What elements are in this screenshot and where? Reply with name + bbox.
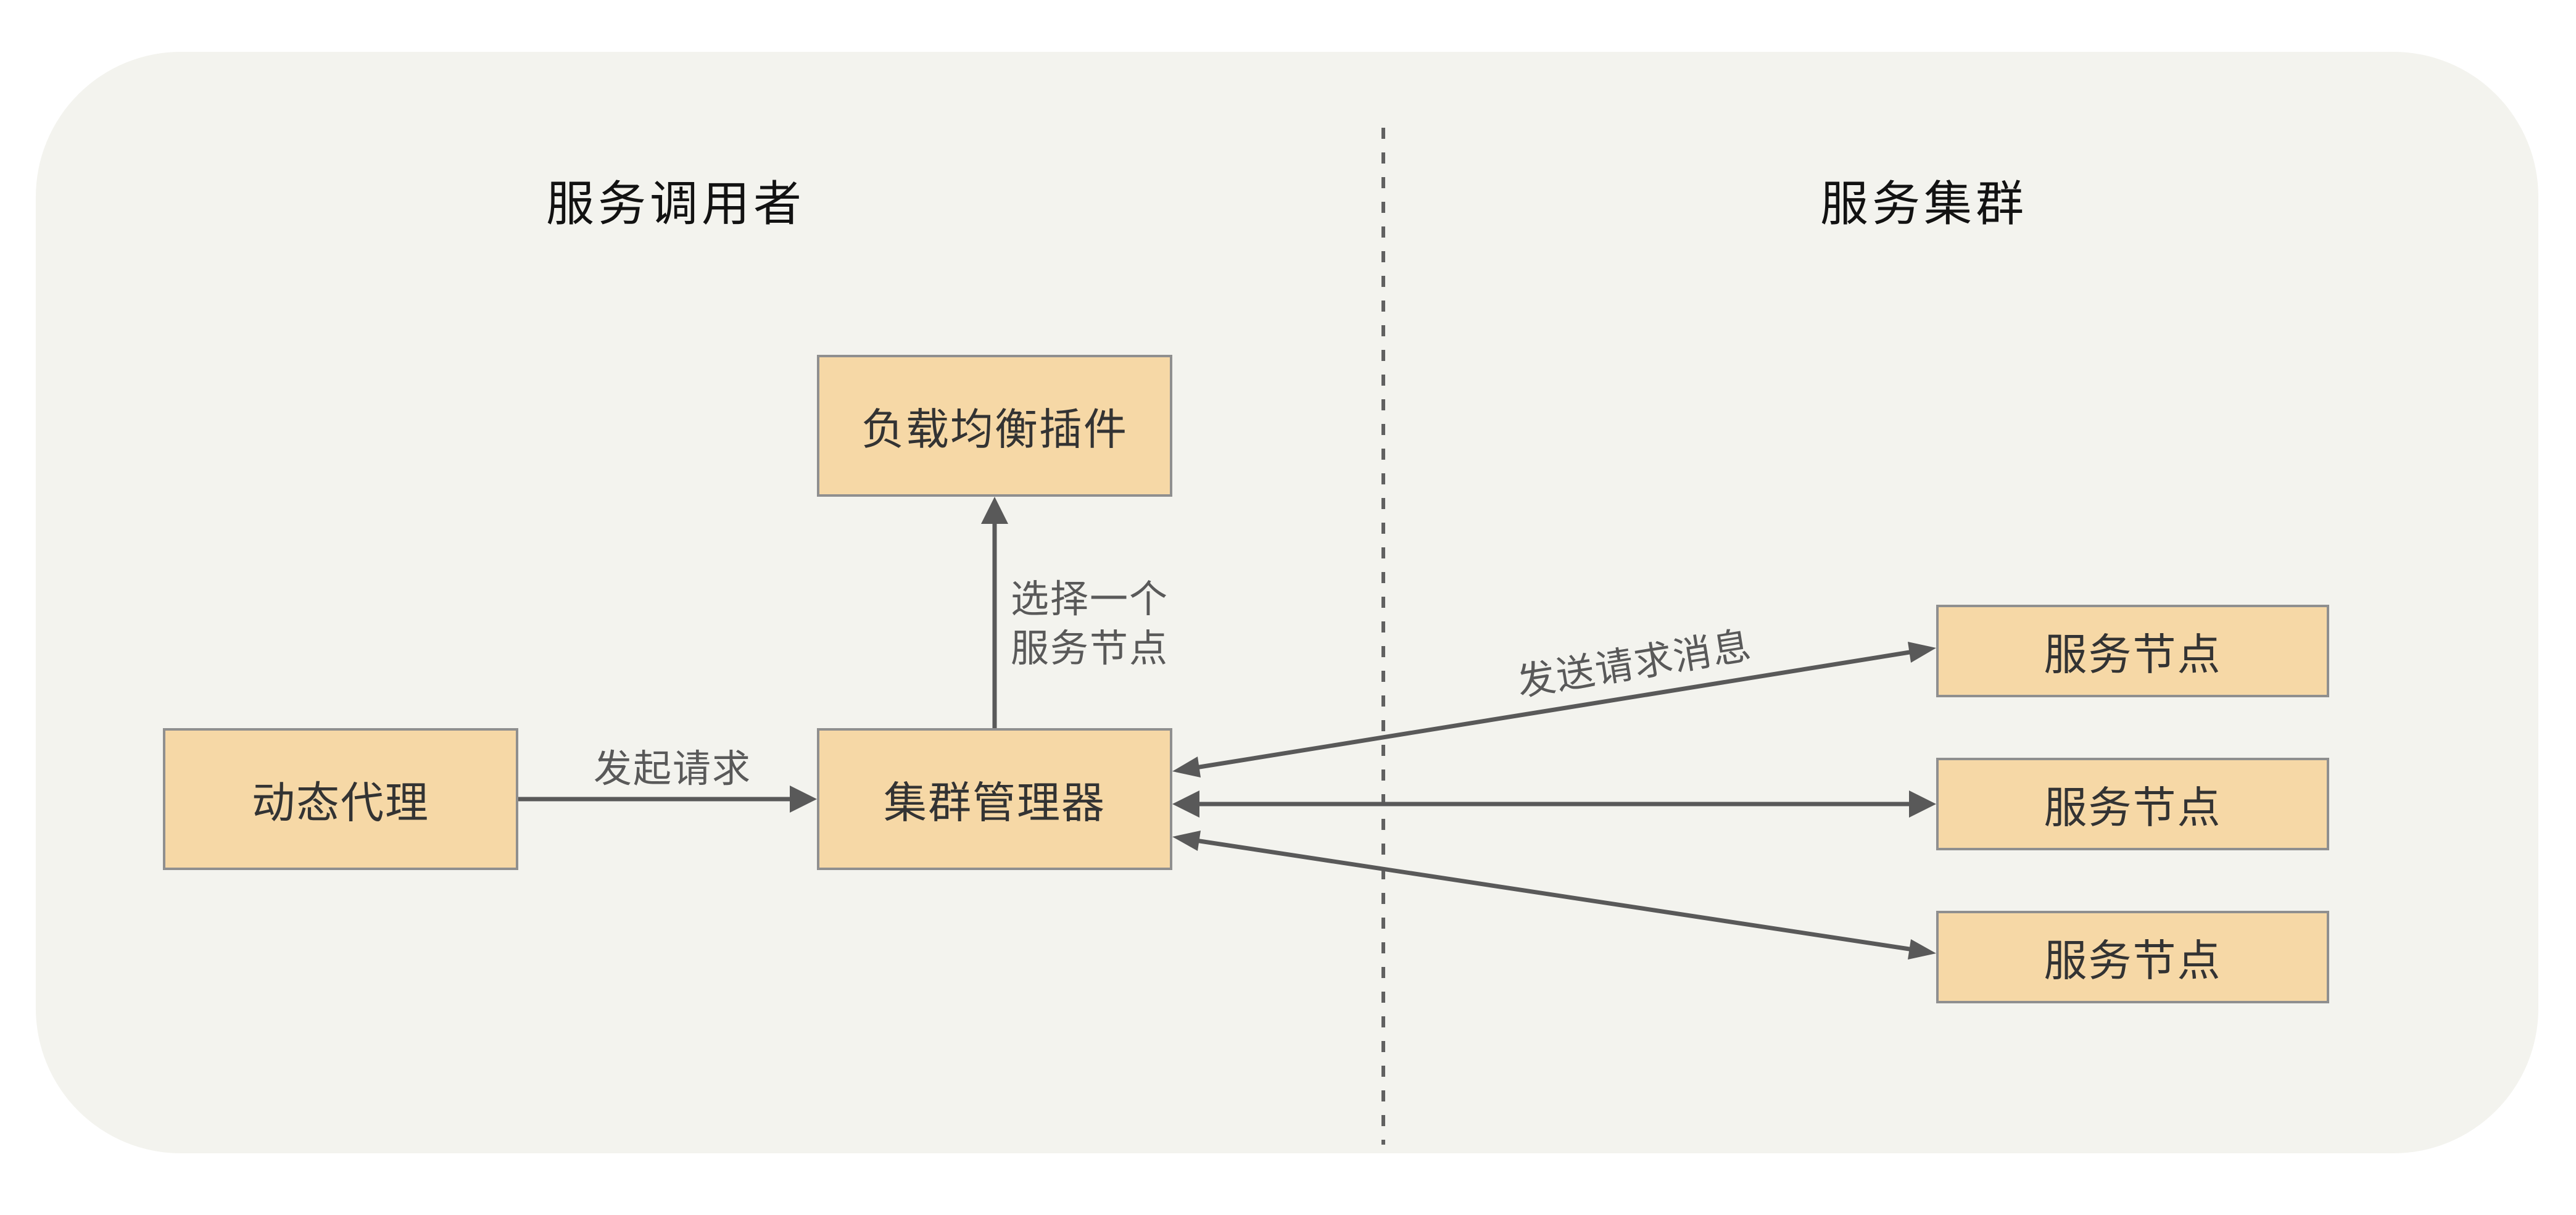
edge-label-select-node-line2: 服务节点 — [1011, 628, 1169, 670]
section-title-service-caller: 服务调用者 — [545, 176, 806, 231]
node-dynamic-proxy: 动态代理 — [163, 728, 518, 870]
node-cluster-manager: 集群管理器 — [817, 728, 1172, 870]
node-service-node-top: 服务节点 — [1936, 605, 2329, 697]
edge-label-select-node-line1: 选择一个 — [1011, 578, 1169, 621]
node-service-node-middle: 服务节点 — [1936, 758, 2329, 850]
edge-label-select-node: 选择一个 服务节点 — [1011, 575, 1169, 674]
edge-label-initiate-request: 发起请求 — [593, 748, 752, 790]
section-title-service-cluster: 服务集群 — [1820, 176, 2028, 231]
node-service-node-bottom: 服务节点 — [1936, 911, 2329, 1003]
node-load-balance-plugin: 负载均衡插件 — [817, 355, 1172, 497]
